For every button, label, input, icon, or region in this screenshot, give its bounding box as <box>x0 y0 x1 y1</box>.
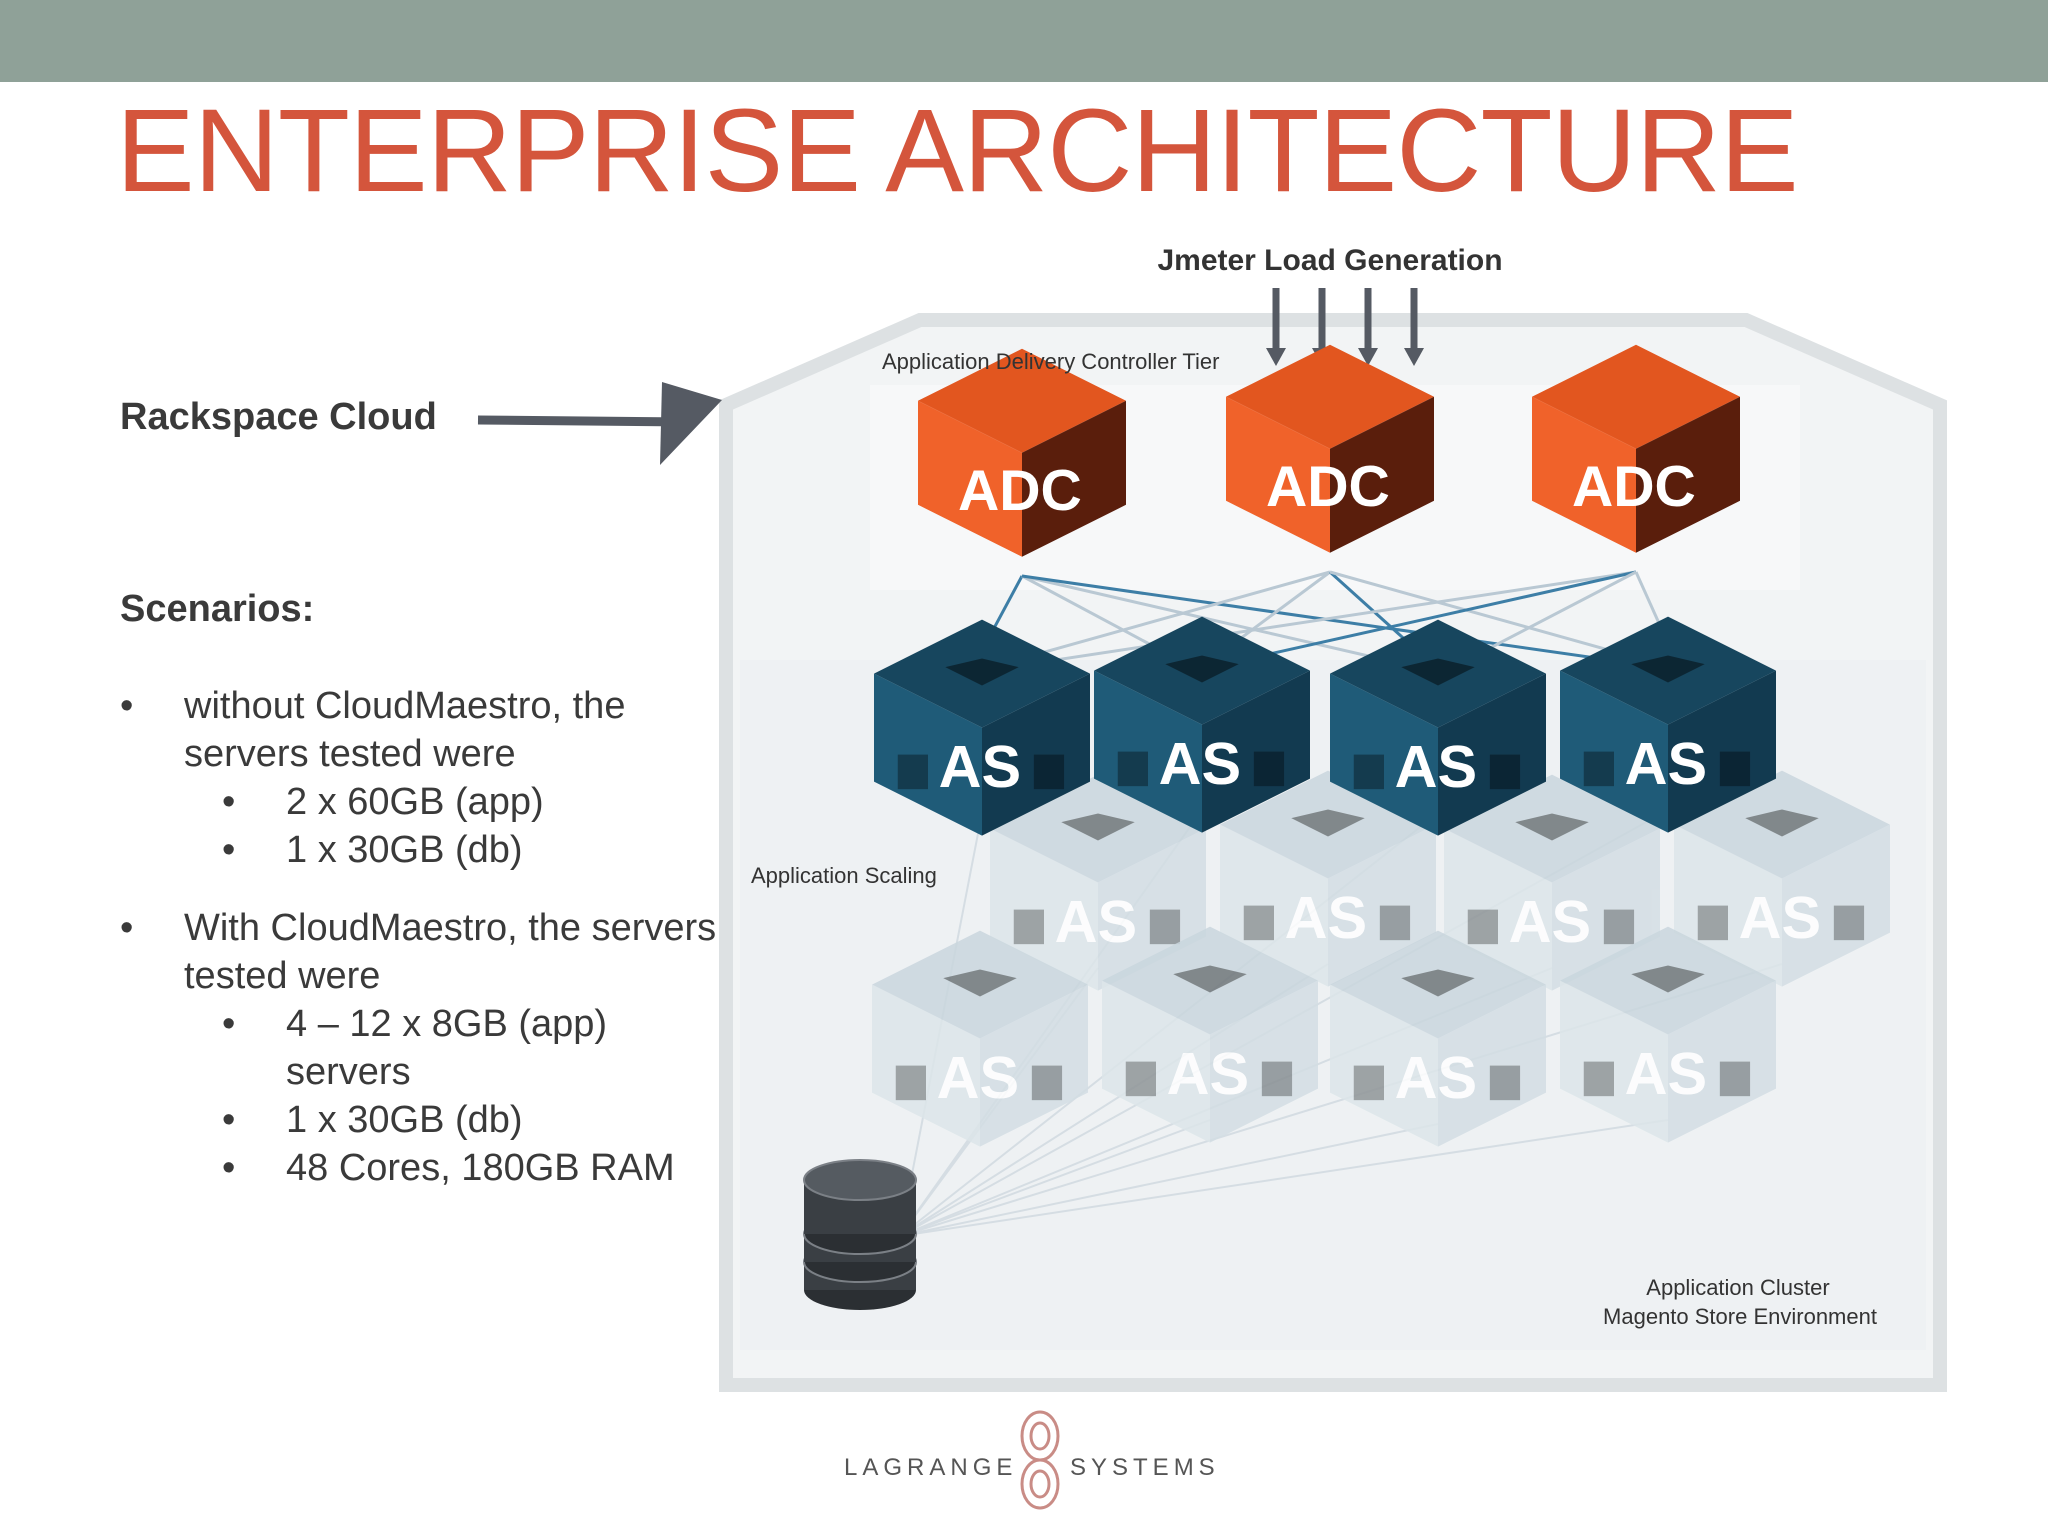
adc-node: ADC <box>918 348 1126 557</box>
scenario-item: • With CloudMaestro, the servers tested … <box>120 904 720 1192</box>
cluster-label: Application Cluster <box>1646 1275 1829 1300</box>
bullet-dot: • <box>222 1003 236 1045</box>
faded-app-server-label: AS <box>1167 1040 1250 1107</box>
adc-node-label: ADC <box>1572 455 1696 519</box>
adc-tier-label: Application Delivery Controller Tier <box>882 349 1219 374</box>
faded-app-server-label: AS <box>1055 888 1138 955</box>
cluster-sublabel: Magento Store Environment <box>1603 1304 1877 1329</box>
active-app-servers: AS AS AS AS <box>874 616 1776 836</box>
adc-node-label: ADC <box>958 459 1082 523</box>
faded-app-server: AS <box>1560 926 1776 1143</box>
database-icon <box>803 1159 917 1310</box>
scenario-subitem-text: 1 x 30GB (db) <box>286 829 523 871</box>
db-link <box>899 1123 1439 1237</box>
lagrange-infinity-icon <box>1020 1410 1060 1510</box>
scenario-text: without CloudMaestro, the servers tested… <box>184 685 626 775</box>
scenario-list: • without CloudMaestro, the servers test… <box>120 682 720 1220</box>
faded-app-server-label: AS <box>1739 884 1822 951</box>
faded-app-server-label: AS <box>1509 888 1592 955</box>
adc-node-label: ADC <box>1266 455 1390 519</box>
bullet-dot: • <box>222 829 236 871</box>
scenario-subitem: • 1 x 30GB (db) <box>222 1096 720 1144</box>
app-server-node-label: AS <box>1625 730 1708 797</box>
faded-app-server-label: AS <box>1395 1044 1478 1111</box>
scenario-text: With CloudMaestro, the servers tested we… <box>184 907 717 997</box>
app-server-node: AS <box>874 619 1090 836</box>
scenario-subitem: • 2 x 60GB (app) <box>222 778 720 826</box>
app-server-node-label: AS <box>1159 730 1242 797</box>
adc-node: ADC <box>1226 344 1434 553</box>
logo-text-left: LAGRANGE <box>844 1454 1018 1481</box>
scenario-subitem: • 4 – 12 x 8GB (app) servers <box>222 1000 720 1096</box>
scenario-subitem-text: 1 x 30GB (db) <box>286 1099 523 1141</box>
bullet-dot: • <box>222 1099 236 1141</box>
adc-node: ADC <box>1532 344 1740 553</box>
app-server-node-label: AS <box>939 733 1022 800</box>
app-server-node: AS <box>1330 619 1546 836</box>
load-generation-label: Jmeter Load Generation <box>1157 244 1502 277</box>
scenario-item: • without CloudMaestro, the servers test… <box>120 682 720 874</box>
faded-app-server-label: AS <box>1625 1040 1708 1107</box>
scenario-subitem: • 48 Cores, 180GB RAM <box>222 1144 720 1192</box>
bullet-dot: • <box>120 685 134 727</box>
bullet-dot: • <box>222 781 236 823</box>
db-link <box>899 1119 1211 1237</box>
faded-app-server: AS <box>1102 926 1318 1143</box>
adc-link <box>969 570 1637 675</box>
app-server-node-label: AS <box>1395 733 1478 800</box>
bullet-dot: • <box>222 1147 236 1189</box>
faded-app-server-label: AS <box>1285 884 1368 951</box>
scenario-subitem-text: 2 x 60GB (app) <box>286 781 544 823</box>
faded-app-server: AS <box>872 930 1088 1147</box>
faded-app-server: AS <box>1330 930 1546 1147</box>
rackspace-arrow <box>477 382 722 465</box>
scenario-subitem-text: 4 – 12 x 8GB (app) servers <box>286 1003 608 1093</box>
slide-title: ENTERPRISE ARCHITECTURE <box>116 85 1799 217</box>
adc-link <box>1021 574 1681 672</box>
app-server-node: AS <box>1094 616 1310 833</box>
rackspace-cloud-label: Rackspace Cloud <box>120 396 437 438</box>
app-server-node: AS <box>1560 616 1776 833</box>
scenario-subitem: • 1 x 30GB (db) <box>222 826 720 874</box>
top-banner <box>0 0 2048 82</box>
faded-app-servers: AS AS AS AS AS AS AS AS <box>872 770 1890 1147</box>
db-link <box>899 1119 1669 1237</box>
adc-nodes: ADC ADC ADC <box>918 344 1740 557</box>
bullet-dot: • <box>120 907 134 949</box>
scaling-label: Application Scaling <box>751 863 937 888</box>
scenario-subitem-text: 48 Cores, 180GB RAM <box>286 1147 675 1189</box>
load-arrows <box>1266 288 1424 366</box>
faded-app-server-label: AS <box>937 1044 1020 1111</box>
logo-text-right: SYSTEMS <box>1070 1454 1220 1481</box>
scenarios-heading: Scenarios: <box>120 588 315 630</box>
